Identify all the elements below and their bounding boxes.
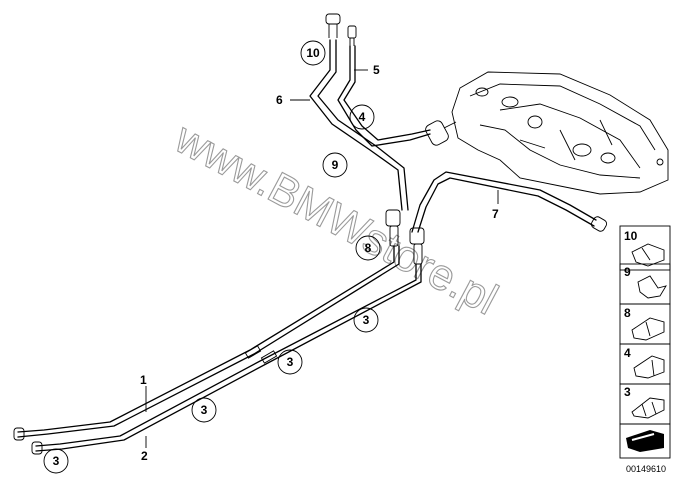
vent-valve	[425, 120, 457, 146]
pipe-7	[411, 171, 597, 233]
callout-3-a: 3	[353, 307, 379, 333]
pipe-clips	[244, 345, 278, 364]
pipe-7-inner	[417, 177, 595, 233]
clip-10-icon	[631, 243, 665, 267]
svg-text:3: 3	[201, 403, 208, 417]
clip-3-icon	[631, 397, 665, 419]
svg-text:3: 3	[287, 355, 294, 369]
vent-connector	[347, 25, 357, 46]
callout-3-d: 3	[43, 448, 69, 474]
svg-text:4: 4	[359, 110, 366, 124]
legend-num-8: 8	[624, 306, 631, 320]
watermark: www.BMWstore.pl	[166, 113, 505, 324]
callout-10: 10	[300, 40, 326, 66]
fuel-tank-illustration	[451, 71, 669, 195]
drawing-code: 00149610	[626, 464, 666, 474]
callout-8: 8	[355, 235, 381, 261]
part-label-6: 6	[276, 93, 283, 107]
pipe-5	[337, 45, 431, 147]
svg-text:8: 8	[365, 241, 372, 255]
legend-num-9: 9	[624, 265, 631, 279]
part-label-1: 1	[140, 373, 147, 387]
part-label-7: 7	[492, 207, 499, 221]
legend-num-4: 4	[624, 346, 631, 360]
part-label-5: 5	[373, 63, 380, 77]
clip-9-icon	[637, 275, 667, 299]
pipe-2	[35, 263, 417, 447]
legend-num-10: 10	[624, 229, 638, 243]
clip-4-icon	[633, 355, 665, 379]
pipe-1-inner	[17, 245, 400, 438]
pipe-1	[17, 245, 395, 433]
legend-panel: 10 9 8 4 3	[619, 225, 671, 459]
legend-num-3: 3	[624, 385, 631, 399]
pipe-6-inner	[317, 39, 409, 211]
callout-4: 4	[349, 104, 375, 130]
svg-text:3: 3	[53, 454, 60, 468]
part-label-2: 2	[141, 449, 148, 463]
pipe-6	[309, 39, 403, 211]
callout-9: 9	[322, 152, 348, 178]
pipe-5-inner	[343, 45, 431, 141]
callout-3-b: 3	[277, 349, 303, 375]
filler-neck	[325, 13, 341, 38]
svg-text:9: 9	[332, 158, 339, 172]
callout-3-c: 3	[191, 397, 217, 423]
arrow-icon	[626, 430, 664, 452]
svg-text:10: 10	[306, 46, 320, 60]
part-labels: 1 2 5 6 7	[140, 63, 499, 463]
clip-8-icon	[631, 317, 665, 341]
pipe-end-fittings	[13, 427, 43, 455]
pipe-2-inner	[35, 263, 422, 452]
pipe-7-end-fitting	[590, 216, 608, 232]
svg-text:3: 3	[363, 313, 370, 327]
